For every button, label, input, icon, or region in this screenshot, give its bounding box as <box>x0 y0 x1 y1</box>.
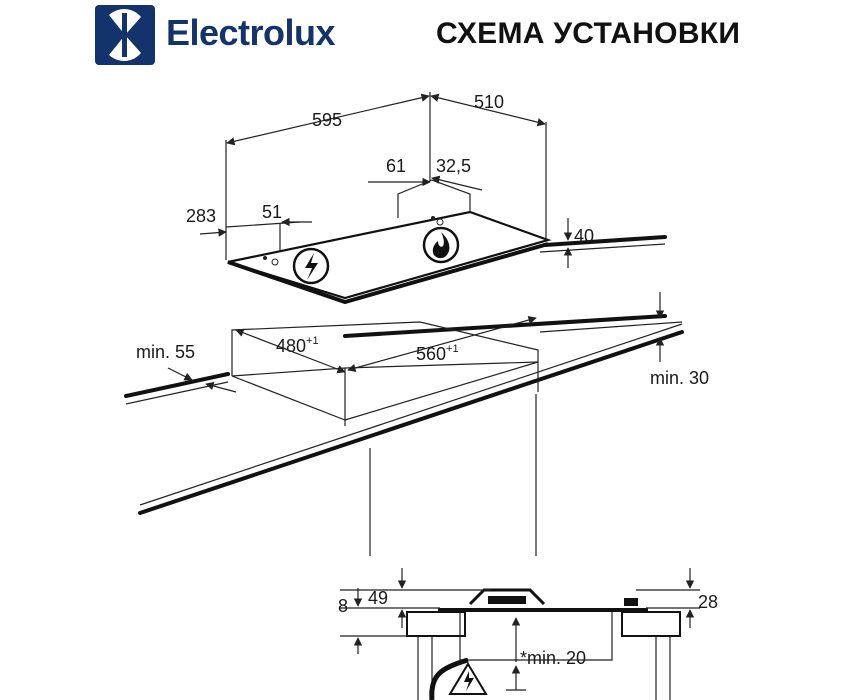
dim-min-30-label: min. 30 <box>650 368 709 388</box>
dim-51: 51 <box>262 202 312 227</box>
header: Electrolux СХЕМА УСТАНОВКИ <box>0 0 850 80</box>
dim-32-5: 32,5 <box>431 156 483 191</box>
dim-560: 560+1 <box>347 315 537 373</box>
dim-min-55-label: min. 55 <box>136 342 195 362</box>
dim-40-label: 40 <box>574 226 594 246</box>
cabinet-lines <box>369 394 537 556</box>
dim-595: 595 <box>225 92 431 227</box>
dim-51-label: 51 <box>262 202 282 222</box>
dim-min-30: min. 30 <box>650 292 709 388</box>
dim-283: 283 <box>186 206 227 237</box>
countertop-top <box>539 235 667 253</box>
hob-body <box>225 179 552 305</box>
dim-480-label: 480+1 <box>276 335 319 356</box>
electrolux-logo-icon <box>95 5 155 65</box>
dim-8: 8 <box>338 588 363 654</box>
dim-61: 61 <box>368 156 431 187</box>
dim-49-label: 49 <box>368 588 388 608</box>
dim-8-label: 8 <box>338 596 348 616</box>
worktop <box>124 314 684 515</box>
page-title: СХЕМА УСТАНОВКИ <box>436 17 741 50</box>
dim-560-label: 560+1 <box>416 343 459 364</box>
brand-name: Electrolux <box>166 12 336 53</box>
dim-480: 480+1 <box>235 328 346 374</box>
dim-min-55: min. 55 <box>136 342 237 393</box>
dim-28: 28 <box>685 568 718 628</box>
warning-triangle-icon <box>448 662 488 695</box>
dim-595-label: 595 <box>312 110 342 130</box>
dim-510: 510 <box>430 92 547 240</box>
dim-min-20-label: *min. 20 <box>520 648 586 668</box>
dim-32-5-label: 32,5 <box>436 156 471 176</box>
dim-61-label: 61 <box>386 156 406 176</box>
lightning-icon <box>292 247 330 285</box>
dim-min-20: *min. 20 <box>506 617 586 691</box>
dim-283-label: 283 <box>186 206 216 226</box>
flame-icon <box>422 226 460 264</box>
dim-510-label: 510 <box>474 92 504 112</box>
section-view <box>340 588 700 700</box>
dim-49: 49 <box>368 568 407 628</box>
dim-40: 40 <box>563 218 594 268</box>
dim-28-label: 28 <box>698 592 718 612</box>
